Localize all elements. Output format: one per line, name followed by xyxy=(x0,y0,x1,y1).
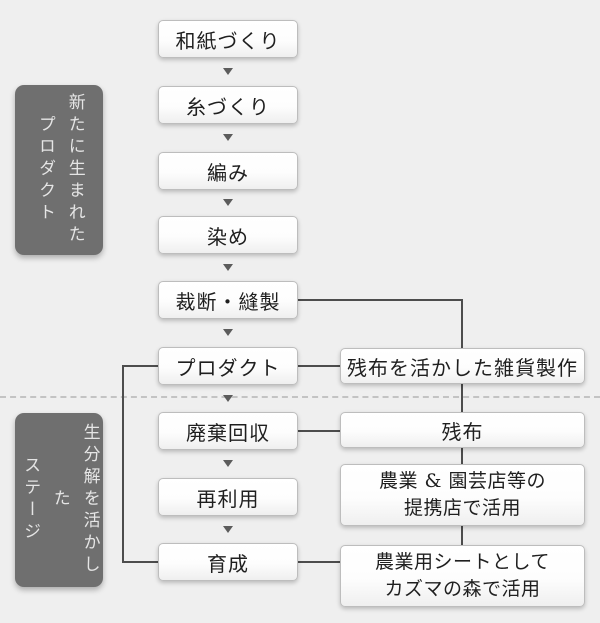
arrow-down-icon xyxy=(223,395,233,402)
flow-step-label: 再利用 xyxy=(196,486,260,511)
stage-divider-line xyxy=(0,396,600,398)
flow-step-label: 染め xyxy=(207,224,249,249)
stage-label-new-product: 新たに生まれた プロダクト xyxy=(15,85,103,255)
flow-step-product: プロダクト xyxy=(158,347,298,385)
connector-loop-top xyxy=(122,365,158,367)
connector-cutting-to-column xyxy=(298,299,463,301)
arrow-down-icon xyxy=(223,460,233,467)
side-box-label: 残布を活かした雑貨製作 xyxy=(347,355,578,380)
side-box-garden-stores: 農業 & 園芸店等の 提携店で活用 xyxy=(340,464,585,526)
arrow-down-icon xyxy=(223,264,233,271)
flow-step-cultivation: 育成 xyxy=(158,543,298,581)
connector-waste-to-cloth xyxy=(298,430,340,432)
flow-step-label: 育成 xyxy=(207,551,249,576)
flow-step-washi-making: 和紙づくり xyxy=(158,20,298,58)
flow-step-cutting-sewing: 裁断・縫製 xyxy=(158,281,298,319)
side-box-goods-from-scraps: 残布を活かした雑貨製作 xyxy=(340,348,585,384)
arrow-down-icon xyxy=(223,134,233,141)
side-box-label-line-1: 農業用シートとして xyxy=(375,551,550,574)
side-box-leftover-cloth: 残布 xyxy=(340,412,585,448)
flow-step-label: プロダクト xyxy=(175,355,281,380)
connector-loop-bottom xyxy=(122,561,158,563)
connector-loop-vertical xyxy=(122,365,124,563)
arrow-down-icon xyxy=(223,199,233,206)
stage-label-line-1: 新たに生まれた xyxy=(64,93,85,247)
flow-step-knitting: 編み xyxy=(158,152,298,190)
side-box-label: 残布 xyxy=(441,419,484,444)
stage-label-text: 新たに生まれた プロダクト xyxy=(29,93,89,247)
stage-label-line-1: 生分解を活かした xyxy=(49,423,100,577)
flow-step-label: 廃棄回収 xyxy=(186,420,270,445)
side-box-label-line-2: 提携店で活用 xyxy=(403,497,521,519)
stage-label-biodegradation: 生分解を活かした ステージ xyxy=(15,413,103,587)
flow-step-reuse: 再利用 xyxy=(158,478,298,516)
stage-label-text: 生分解を活かした ステージ xyxy=(14,413,103,587)
flow-step-label: 糸づくり xyxy=(186,94,270,119)
arrow-down-icon xyxy=(223,526,233,533)
stage-label-line-2: ステージ xyxy=(20,456,41,544)
side-box-agricultural-sheet: 農業用シートとして カズマの森で活用 xyxy=(340,545,585,607)
connector-cultivation-to-sheet xyxy=(298,561,340,563)
arrow-down-icon xyxy=(223,68,233,75)
flow-step-label: 裁断・縫製 xyxy=(175,289,281,314)
arrow-down-icon xyxy=(223,329,233,336)
side-box-label-line-2: カズマの森で活用 xyxy=(384,578,541,600)
flow-step-label: 編み xyxy=(207,160,249,185)
side-box-label-line-1: 農業 & 園芸店等の xyxy=(379,470,546,493)
flow-step-thread-making: 糸づくり xyxy=(158,86,298,124)
connector-product-to-goods xyxy=(298,365,340,367)
flow-step-dyeing: 染め xyxy=(158,216,298,254)
flow-step-waste-collection: 廃棄回収 xyxy=(158,412,298,450)
stage-label-line-2: プロダクト xyxy=(35,115,55,225)
flow-step-label: 和紙づくり xyxy=(175,28,281,53)
